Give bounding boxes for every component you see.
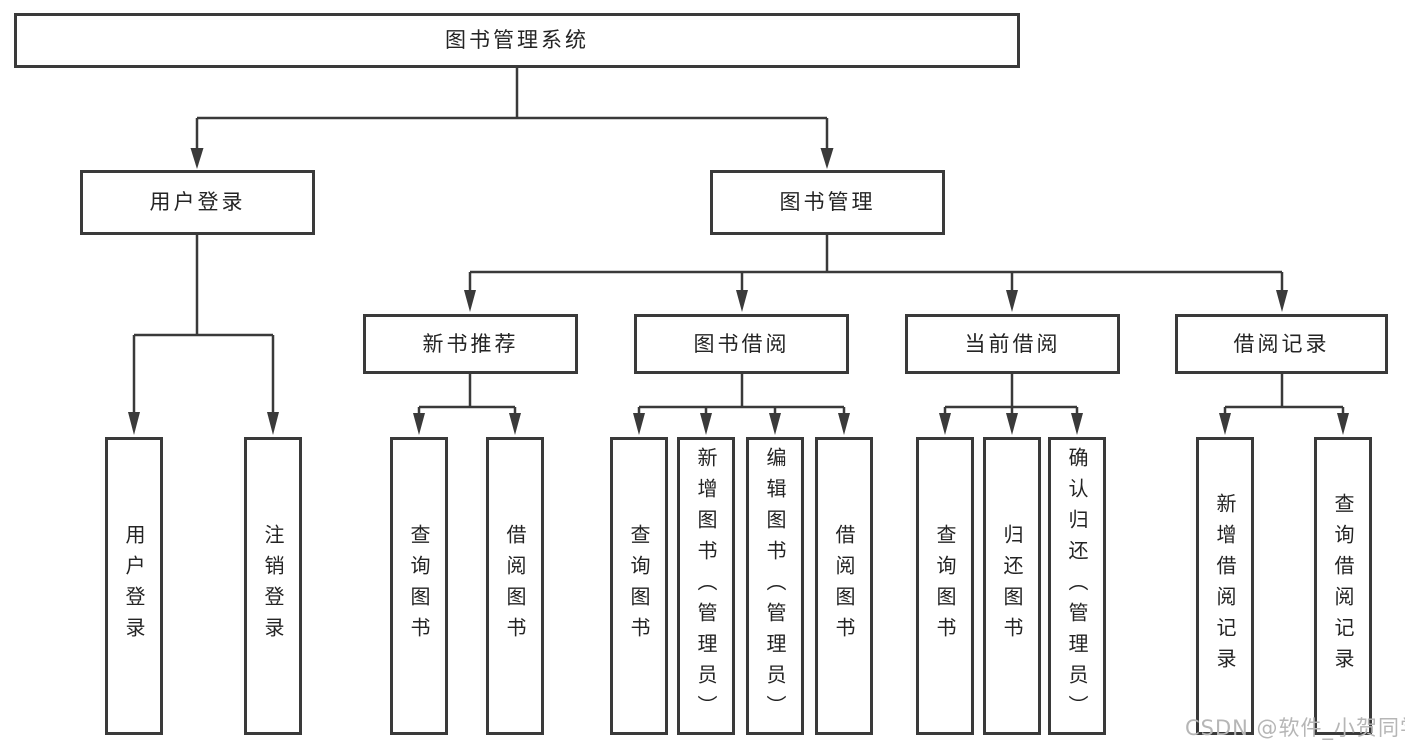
node-library-management-system: 图书管理系统 <box>14 13 1020 68</box>
leaf-edit-books-admin: 编辑图书（管理员） <box>746 437 804 735</box>
node-user-login: 用户登录 <box>80 170 315 235</box>
leaf-query-books-borrow: 查询图书 <box>610 437 668 735</box>
leaf-query-books-recommend: 查询图书 <box>390 437 448 735</box>
leaf-query-borrow-record: 查询借阅记录 <box>1314 437 1372 735</box>
leaf-logout-login: 注销登录 <box>244 437 302 735</box>
csdn-watermark: CSDN @软件_小贺同学 <box>1185 716 1405 740</box>
node-book-borrowing: 图书借阅 <box>634 314 849 374</box>
leaf-add-books-admin: 新增图书（管理员） <box>677 437 735 735</box>
node-borrowing-records: 借阅记录 <box>1175 314 1388 374</box>
node-book-management: 图书管理 <box>710 170 945 235</box>
node-new-book-recommendation: 新书推荐 <box>363 314 578 374</box>
leaf-add-borrow-record: 新增借阅记录 <box>1196 437 1254 735</box>
leaf-borrow-books: 借阅图书 <box>815 437 873 735</box>
leaf-return-books: 归还图书 <box>983 437 1041 735</box>
leaf-query-books-current: 查询图书 <box>916 437 974 735</box>
leaf-confirm-return-admin: 确认归还（管理员） <box>1048 437 1106 735</box>
leaf-borrow-books-recommend: 借阅图书 <box>486 437 544 735</box>
node-current-borrowing: 当前借阅 <box>905 314 1120 374</box>
leaf-user-login: 用户登录 <box>105 437 163 735</box>
